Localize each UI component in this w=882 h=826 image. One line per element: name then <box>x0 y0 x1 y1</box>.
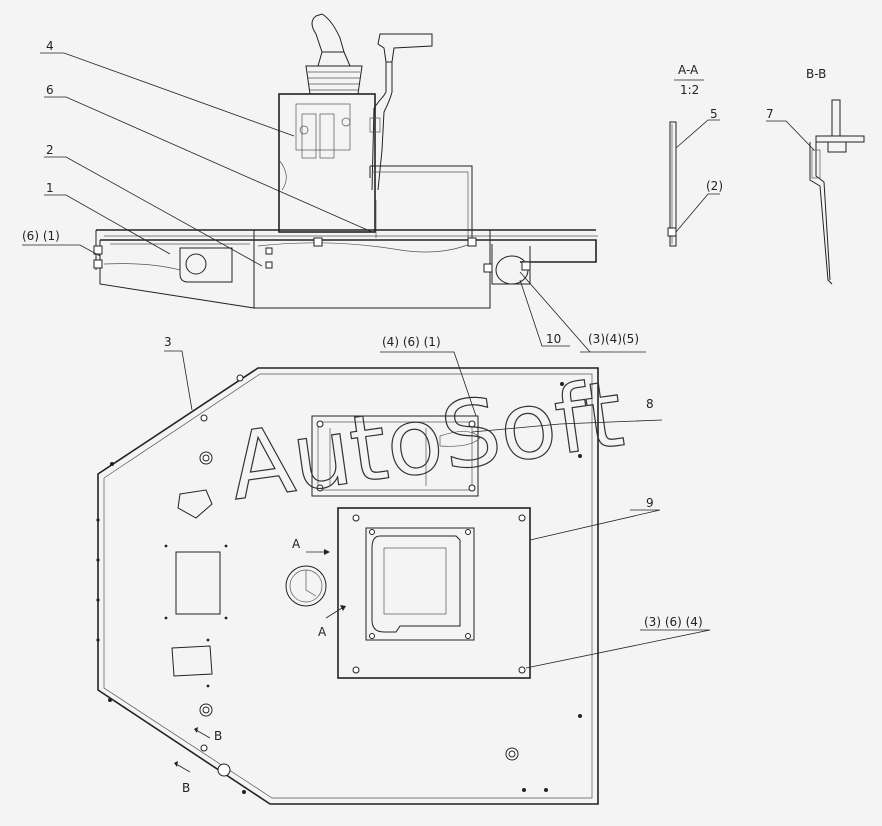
label-6: 6 <box>46 83 54 97</box>
callout-labels: 4 6 2 1 (6) (1) 3 (4) (6) (1) 10 (3)(4)(… <box>22 39 826 795</box>
watermark-logo: AutoSoft <box>223 360 629 521</box>
arrow-a-bottom: A <box>318 625 327 639</box>
label-8: 8 <box>646 397 654 411</box>
side-view-assembly <box>93 13 598 309</box>
section-bb-title: B-B <box>806 67 826 81</box>
label-3-4-5: (3)(4)(5) <box>588 332 639 346</box>
label-4-6-1: (4) (6) (1) <box>382 335 441 349</box>
label-3-6-4: (3) (6) (4) <box>644 615 703 629</box>
section-aa-scale: 1:2 <box>680 83 699 97</box>
label-2: 2 <box>46 143 54 157</box>
label-10: 10 <box>546 332 561 346</box>
section-aa-title: A-A <box>678 63 699 77</box>
label-4: 4 <box>46 39 54 53</box>
section-bb <box>766 99 865 285</box>
label-3: 3 <box>164 335 172 349</box>
label-7: 7 <box>766 107 774 121</box>
label-2b: (2) <box>706 179 723 193</box>
arrow-b-top: B <box>214 729 222 743</box>
arrow-a-top: A <box>292 537 301 551</box>
section-aa <box>667 79 720 247</box>
section-arrows <box>174 549 346 773</box>
arrow-b-bottom: B <box>182 781 190 795</box>
label-1: 1 <box>46 181 54 195</box>
label-9: 9 <box>646 496 654 510</box>
floor-plate-plan <box>96 367 599 805</box>
top-view-leaders <box>22 52 646 353</box>
label-6-1: (6) (1) <box>22 229 60 243</box>
plan-view-leaders <box>164 350 711 669</box>
label-5: 5 <box>710 107 718 121</box>
